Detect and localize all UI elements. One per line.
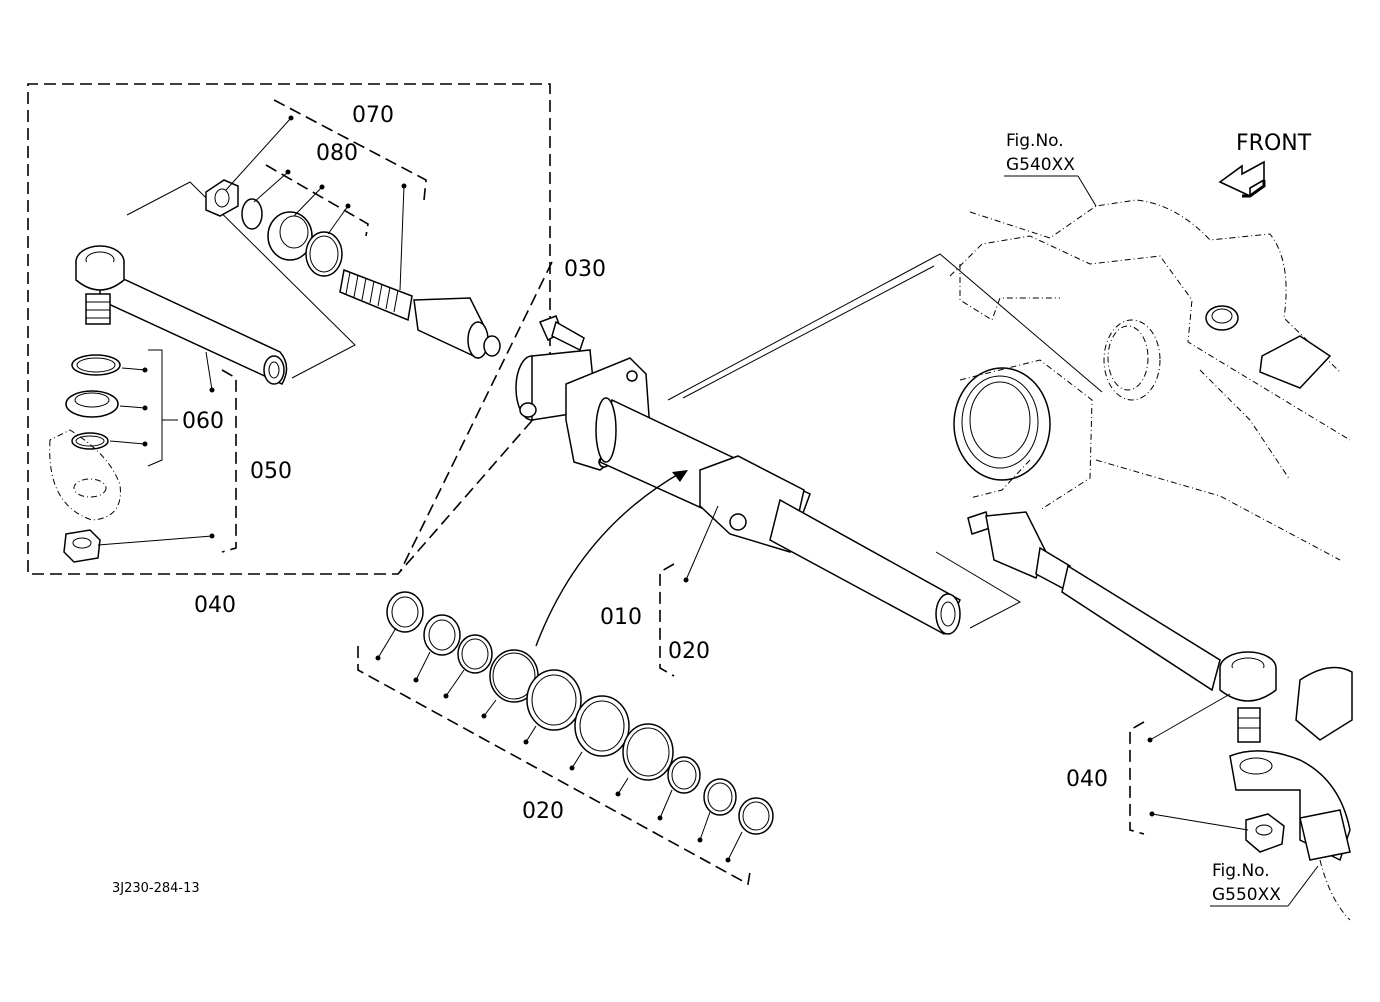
label-060: 060 bbox=[182, 409, 224, 434]
assembly-arrow bbox=[535, 470, 688, 647]
fig-no-top: Fig.No. bbox=[1006, 131, 1064, 151]
inner-tie-rod-070 bbox=[205, 179, 501, 360]
axle-housing-ghost bbox=[949, 199, 1351, 561]
label-040-right: 040 bbox=[1066, 767, 1108, 792]
tie-rod-right bbox=[967, 511, 1277, 743]
diagram-code: 3J230-284-13 bbox=[112, 881, 200, 896]
tie-rod-end-left bbox=[75, 181, 356, 385]
label-070: 070 bbox=[352, 103, 394, 128]
label-050: 050 bbox=[250, 459, 292, 484]
label-020-bottom: 020 bbox=[522, 799, 564, 824]
label-040-left: 040 bbox=[194, 593, 236, 618]
lock-nut-left bbox=[63, 529, 101, 563]
seal-rings-060 bbox=[65, 354, 121, 450]
callout-labels: 070 080 030 060 050 040 010 020 020 040 … bbox=[112, 103, 1312, 905]
label-020-right: 020 bbox=[668, 639, 710, 664]
front-label: FRONT bbox=[1236, 131, 1312, 156]
bolt-030 bbox=[538, 315, 585, 352]
fig-code-bottom: G550XX bbox=[1212, 885, 1281, 905]
fig-no-bottom: Fig.No. bbox=[1212, 861, 1270, 881]
label-080: 080 bbox=[316, 141, 358, 166]
direction-arrow-icon bbox=[1218, 160, 1266, 198]
callout-leaders bbox=[97, 99, 1319, 907]
knuckle-right bbox=[1229, 666, 1353, 921]
label-030: 030 bbox=[564, 257, 606, 282]
seal-kit-020 bbox=[357, 591, 774, 886]
assembly-040-box bbox=[27, 83, 551, 575]
knuckle-arm-ghost bbox=[49, 429, 121, 521]
steering-cylinder-010 bbox=[515, 253, 1103, 636]
fig-code-top: G540XX bbox=[1006, 155, 1075, 175]
label-010: 010 bbox=[600, 605, 642, 630]
